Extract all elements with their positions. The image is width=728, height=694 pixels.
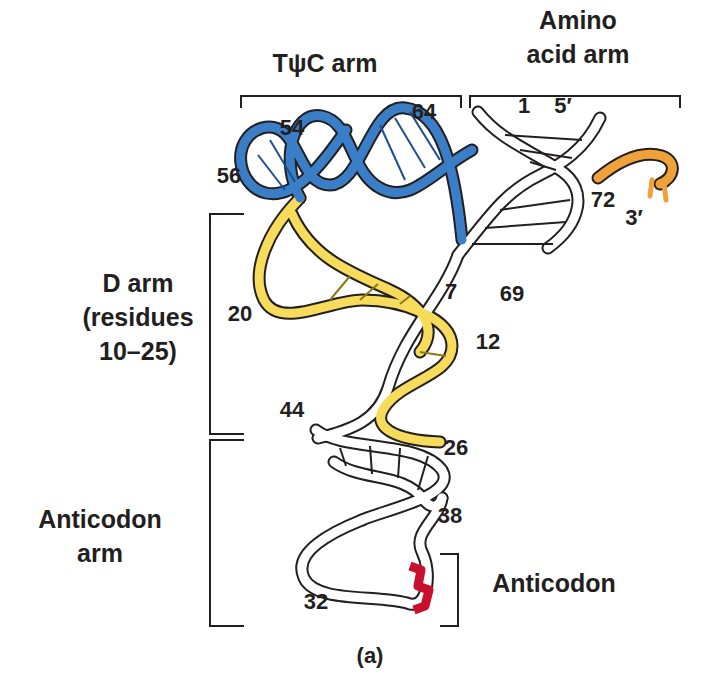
callout-number: 64 — [412, 97, 436, 127]
part-label: Amino acid arm — [519, 4, 637, 72]
tail-bases — [650, 180, 666, 200]
callout-number: 26 — [444, 433, 468, 463]
callout-number: 44 — [280, 395, 304, 425]
callout-number: 38 — [438, 501, 462, 531]
callout-number: 72 — [591, 185, 615, 215]
part-label: D arm (residues 10–25) — [74, 267, 202, 368]
callout-number: 32 — [304, 587, 328, 617]
callout-number: Anticodon — [492, 567, 616, 601]
callout-number: 69 — [500, 279, 524, 309]
anticodon-bases — [410, 566, 429, 610]
brackets — [210, 96, 680, 626]
callout-number: 12 — [476, 327, 500, 357]
callout-number: 5′ — [554, 91, 572, 121]
callout-number: 54 — [280, 113, 304, 143]
callout-number: 3′ — [625, 203, 643, 233]
callout-number: TψC arm — [273, 47, 378, 81]
part-label: Anticodon arm — [28, 503, 173, 571]
ribbon-outline — [241, 108, 673, 604]
callout-number: 1 — [518, 91, 530, 121]
callout-number: 7 — [445, 277, 457, 307]
callout-number: (a) — [357, 641, 384, 671]
ribbon-fill — [241, 108, 673, 604]
callout-number: 20 — [228, 299, 252, 329]
base-pair-rungs — [258, 112, 582, 490]
callout-number: 56 — [217, 161, 241, 191]
